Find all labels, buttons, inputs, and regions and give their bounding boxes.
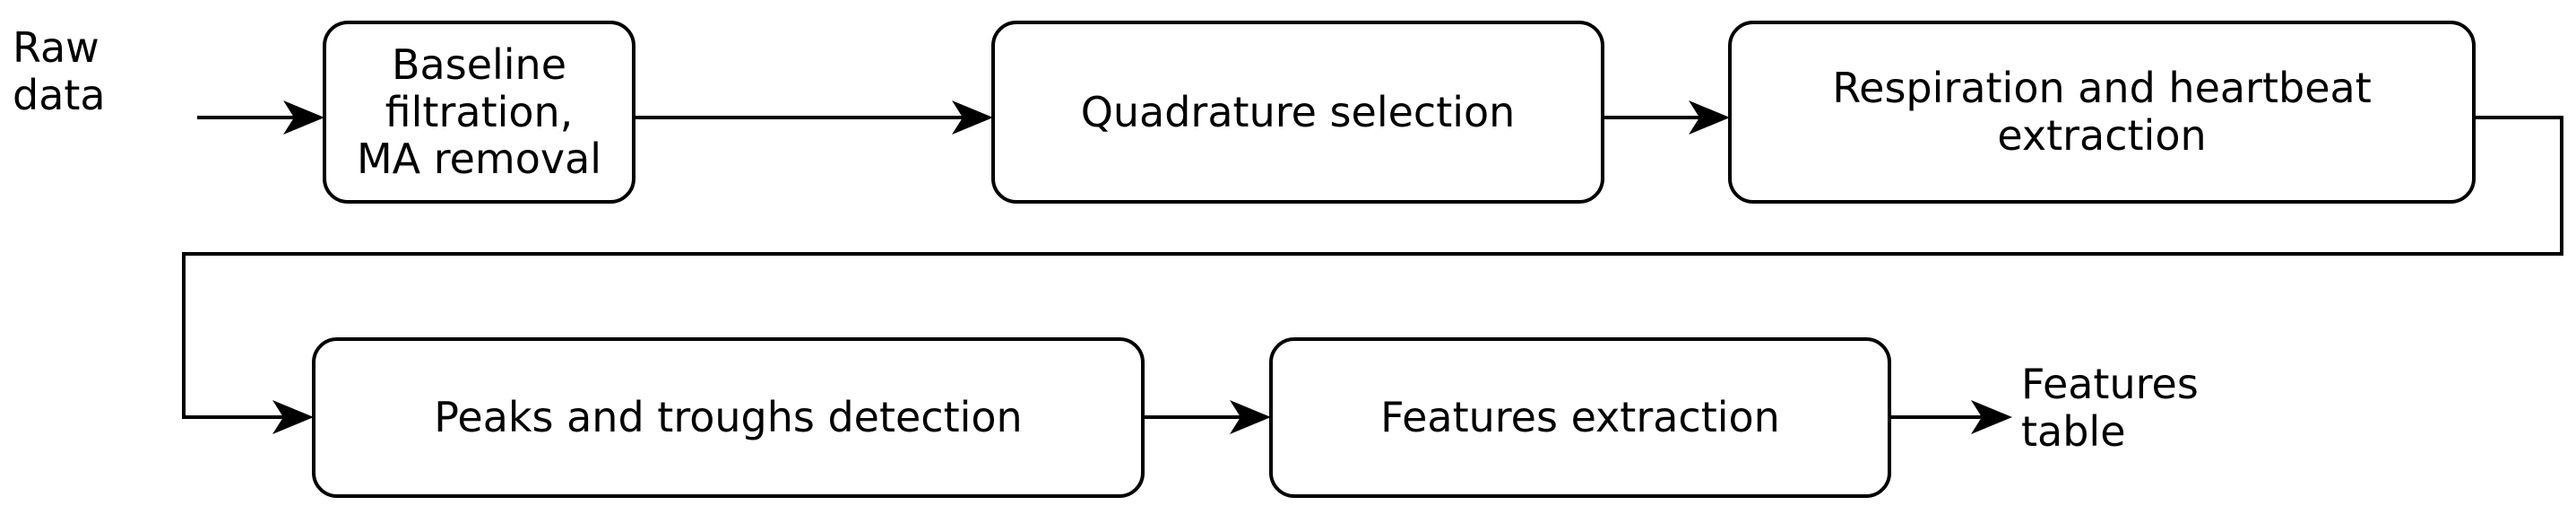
edge-quadrature-to-respiration	[1603, 100, 1730, 135]
edge-peaks-to-features	[1143, 400, 1271, 434]
node-features-extraction-shape[interactable]	[1269, 337, 1891, 498]
node-respiration-heartbeat-extraction-shape[interactable]	[1728, 21, 2476, 204]
edge-raw-to-baseline	[197, 100, 324, 135]
node-peaks-troughs-detection-shape[interactable]	[312, 337, 1145, 498]
edge-baseline-to-quadrature	[634, 100, 993, 135]
node-baseline-filtration-shape[interactable]	[323, 21, 635, 204]
node-quadrature-selection-shape[interactable]	[991, 21, 1604, 204]
edge-respiration-to-peaks	[182, 116, 2563, 434]
edge-features-to-table	[1889, 400, 2012, 434]
